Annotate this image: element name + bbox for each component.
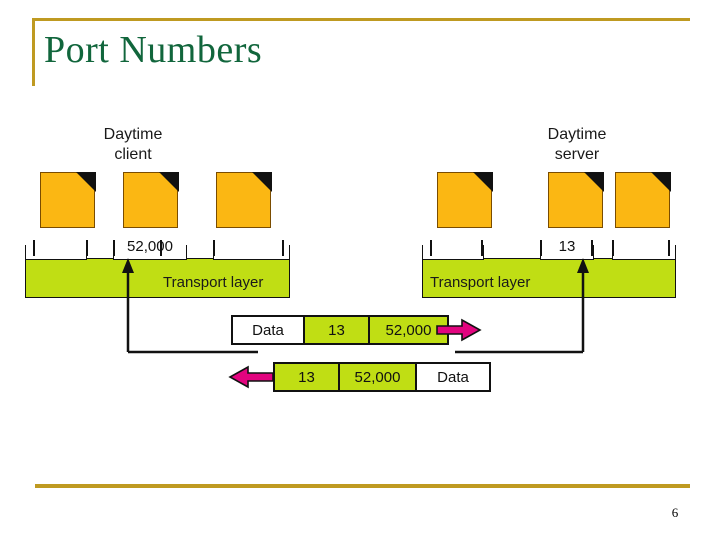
client-process-icon-1 bbox=[40, 171, 96, 228]
server-transport-layer bbox=[422, 258, 676, 298]
server-slot-tick bbox=[540, 240, 542, 256]
client-transport-layer bbox=[25, 258, 290, 298]
document-fold-icon bbox=[75, 171, 96, 192]
server-process-icon-1 bbox=[437, 171, 493, 228]
document-fold-icon bbox=[251, 171, 272, 192]
server-process-icon-3 bbox=[615, 171, 671, 228]
packet-cell-src-port: 52,000 bbox=[370, 317, 447, 343]
server-port-slot-1 bbox=[422, 245, 484, 260]
outgoing-packet: Data 13 52,000 bbox=[231, 315, 449, 345]
client-uplink-arrowhead bbox=[122, 258, 134, 273]
document-fold-icon bbox=[158, 171, 179, 192]
server-port-number: 13 bbox=[558, 238, 576, 255]
client-slot-tick bbox=[113, 240, 115, 256]
client-slot-tick bbox=[160, 240, 162, 256]
client-process-icon-3 bbox=[216, 171, 272, 228]
server-uplink-arrowhead bbox=[577, 258, 589, 273]
server-process-icon-2 bbox=[548, 171, 604, 228]
document-fold-icon bbox=[583, 171, 604, 192]
server-slot-tick bbox=[668, 240, 670, 256]
server-transport-layer-label: Transport layer bbox=[430, 274, 531, 291]
incoming-direction-arrow-icon bbox=[228, 365, 274, 389]
client-slot-tick bbox=[282, 240, 284, 256]
daytime-server-label: Daytime server bbox=[547, 126, 607, 163]
server-slot-tick bbox=[612, 240, 614, 256]
client-slot-tick bbox=[86, 240, 88, 256]
document-fold-icon bbox=[650, 171, 671, 192]
server-slot-tick bbox=[591, 240, 593, 256]
daytime-client-label: Daytime client bbox=[103, 126, 163, 163]
incoming-packet: 13 52,000 Data bbox=[273, 362, 491, 392]
outgoing-direction-arrow-icon bbox=[436, 318, 482, 342]
server-slot-tick bbox=[481, 240, 483, 256]
client-slot-tick bbox=[213, 240, 215, 256]
document-fold-icon bbox=[472, 171, 493, 192]
client-port-number: 52,000 bbox=[127, 238, 173, 255]
footer-rule bbox=[35, 484, 690, 488]
page-title: Port Numbers bbox=[44, 29, 263, 71]
packet-cell-data: Data bbox=[417, 364, 489, 390]
page-number: 6 bbox=[671, 505, 679, 520]
title-frame-top-rule bbox=[32, 18, 690, 21]
packet-cell-src-port: 52,000 bbox=[340, 364, 417, 390]
packet-cell-data: Data bbox=[233, 317, 305, 343]
client-transport-layer-label: Transport layer bbox=[163, 274, 264, 291]
client-process-icon-2 bbox=[123, 171, 179, 228]
client-slot-tick bbox=[33, 240, 35, 256]
packet-cell-dest-port: 13 bbox=[305, 317, 370, 343]
title-frame-left-rule bbox=[32, 18, 35, 86]
server-slot-tick bbox=[430, 240, 432, 256]
packet-cell-dest-port: 13 bbox=[275, 364, 340, 390]
